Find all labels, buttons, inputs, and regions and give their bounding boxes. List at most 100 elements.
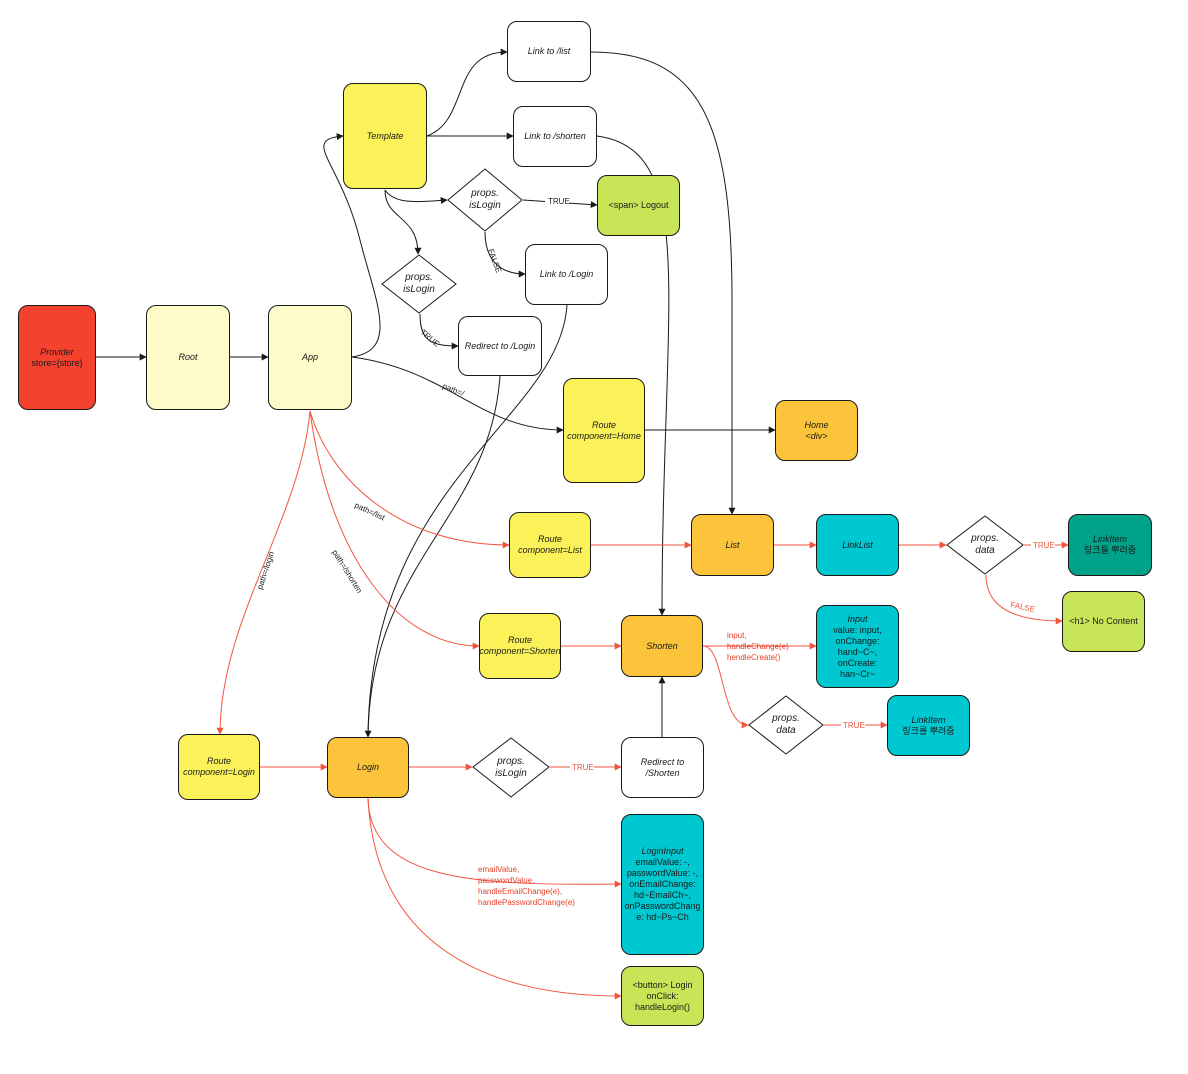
- node-linklist[interactable]: LinkList: [816, 514, 899, 576]
- diamond-d5-line-1: props.: [497, 755, 525, 767]
- node-home-title: Home: [804, 419, 829, 430]
- node-link-login[interactable]: Link to /Login: [525, 244, 608, 305]
- node-linklist-title: LinkList: [842, 539, 873, 550]
- diamond-d2-line-2: isLogin: [403, 284, 435, 295]
- edge-app-template: [323, 133, 381, 358]
- node-route-login[interactable]: Route component=Login: [178, 734, 260, 800]
- node-input[interactable]: Input value: input, onChange: hand~C~, o…: [816, 605, 899, 688]
- diamond-d3[interactable]: props. data: [946, 515, 1024, 575]
- diamond-d3-shape: [946, 515, 1024, 575]
- label-path-shorten: path=/shorten: [330, 548, 364, 594]
- node-list[interactable]: List: [691, 514, 774, 576]
- node-route-list-title: Route: [537, 534, 563, 544]
- node-input-line-4: onCreate: han~Cr~: [837, 657, 878, 679]
- node-linkitem-1-sub: 링크들 뿌려줌: [1083, 545, 1137, 555]
- edge-template-linklist: [426, 48, 508, 137]
- node-link-shorten[interactable]: Link to /shorten: [513, 106, 597, 167]
- edge-d3-nocontent: [985, 574, 1063, 625]
- node-login[interactable]: Login: [327, 737, 409, 798]
- diamond-d2-shape: [381, 254, 457, 314]
- node-h1-no-content[interactable]: <h1> No Content: [1062, 591, 1145, 652]
- node-route-list-sub: component=List: [518, 545, 582, 555]
- diamond-d3-line-1: props.: [971, 533, 999, 544]
- node-link-list-title: Link to /list: [527, 46, 571, 56]
- label-true-3: TRUE: [1033, 541, 1055, 550]
- edge-login-logininput: [367, 797, 622, 888]
- node-template-title: Template: [366, 130, 404, 141]
- node-root[interactable]: Root: [146, 305, 230, 410]
- node-logininput-line-1: emailValue: -,: [635, 857, 690, 867]
- diamond-d1-line-1: props.: [471, 188, 499, 199]
- node-button-login-line-3: handleLogin(): [634, 1001, 691, 1012]
- node-redirect-login[interactable]: Redirect to /Login: [458, 316, 542, 376]
- node-linkitem-2[interactable]: LinkItem 링크를 뿌려줌: [887, 695, 970, 756]
- red-edges: [216, 410, 1069, 1000]
- node-input-title: Input: [847, 613, 868, 624]
- edge-shorten-d4: [702, 645, 749, 729]
- label-path-list: path=/list: [353, 501, 387, 523]
- diamond-d4[interactable]: props. data: [748, 695, 824, 755]
- node-app[interactable]: App: [268, 305, 352, 410]
- diamond-d4-line-2: data: [776, 725, 796, 736]
- node-span-logout-text: <span> Logout: [608, 200, 669, 210]
- node-route-login-sub: component=Login: [183, 767, 255, 777]
- node-linkitem-1[interactable]: LinkItem 링크들 뿌려줌: [1068, 514, 1152, 576]
- edge-app-routehome: [351, 356, 564, 434]
- label-true-2: TRUE: [419, 328, 441, 349]
- node-route-home-sub: component=Home: [567, 430, 641, 441]
- node-route-home[interactable]: Route component=Home: [563, 378, 645, 483]
- node-logininput[interactable]: LoginInput emailValue: -, passwordValue:…: [621, 814, 704, 955]
- node-template[interactable]: Template: [343, 83, 427, 189]
- node-provider-title: Provider: [40, 346, 74, 357]
- node-shorten[interactable]: Shorten: [621, 615, 703, 677]
- node-app-title: App: [301, 352, 318, 362]
- node-route-shorten-title: Route: [507, 635, 533, 645]
- black-edges: [96, 48, 776, 738]
- label-true-5: TRUE: [572, 763, 594, 772]
- diamond-d1[interactable]: props. isLogin: [447, 168, 523, 232]
- node-logininput-line-3: onEmailChange:: [629, 879, 696, 889]
- label-false-3: FALSE: [1010, 600, 1036, 614]
- node-list-title: List: [725, 539, 740, 550]
- node-input-line-3: hand~C~,: [837, 646, 878, 657]
- node-redirect-login-title: Redirect to /Login: [464, 340, 536, 351]
- diamond-d3-line-2: data: [975, 545, 995, 556]
- node-home[interactable]: Home <div>: [775, 400, 858, 461]
- edge-d1-linklogin: [484, 231, 526, 278]
- node-logininput-line-5: onPasswordChang: [624, 901, 701, 911]
- edge-template-d1: [384, 189, 448, 204]
- node-redirect-shorten-title: Redirect to /Shorten: [640, 756, 685, 778]
- diamond-d5-shape: [472, 737, 550, 798]
- edge-linklist-list: [590, 51, 736, 515]
- node-linkitem-2-title: LinkItem: [911, 714, 946, 725]
- edge-redirectlogin-login: [367, 375, 501, 738]
- node-logininput-line-4: hd~EmailCh~,: [633, 890, 692, 900]
- node-provider[interactable]: Provider store={store}: [18, 305, 96, 410]
- label-path-root: path=/: [441, 382, 466, 399]
- node-route-shorten[interactable]: Route component=Shorten: [479, 613, 561, 679]
- diamond-d1-shape: [447, 168, 523, 232]
- node-span-logout[interactable]: <span> Logout: [597, 175, 680, 236]
- node-route-home-title: Route: [591, 419, 617, 430]
- diamond-d2-line-1: props.: [405, 272, 433, 283]
- node-button-login[interactable]: <button> Login onClick: handleLogin(): [621, 966, 704, 1026]
- node-home-sub: <div>: [805, 430, 828, 441]
- node-redirect-shorten[interactable]: Redirect to /Shorten: [621, 737, 704, 798]
- diamond-d2[interactable]: props. isLogin: [381, 254, 457, 314]
- label-true-1: TRUE: [548, 197, 570, 206]
- label-login-props: emailValue, passwordValue, handleEmailCh…: [478, 865, 575, 907]
- node-button-login-line-1: <button> Login: [632, 979, 693, 990]
- node-provider-sub: store={store}: [31, 357, 83, 368]
- edge-labels: TRUE FALSE TRUE path=/ path=/list path=/…: [255, 196, 1055, 772]
- edge-linkshorten-shorten: [596, 135, 670, 616]
- node-h1-no-content-text: <h1> No Content: [1069, 616, 1138, 626]
- diamond-d5[interactable]: props. isLogin: [472, 737, 550, 798]
- node-logininput-line-6: e: hd~Ps~Ch: [636, 912, 689, 922]
- node-input-line-2: onChange:: [835, 635, 880, 646]
- node-route-login-title: Route: [206, 756, 232, 766]
- node-link-list[interactable]: Link to /list: [507, 21, 591, 82]
- node-route-list[interactable]: Route component=List: [509, 512, 591, 578]
- diamond-d1-line-2: isLogin: [469, 200, 501, 211]
